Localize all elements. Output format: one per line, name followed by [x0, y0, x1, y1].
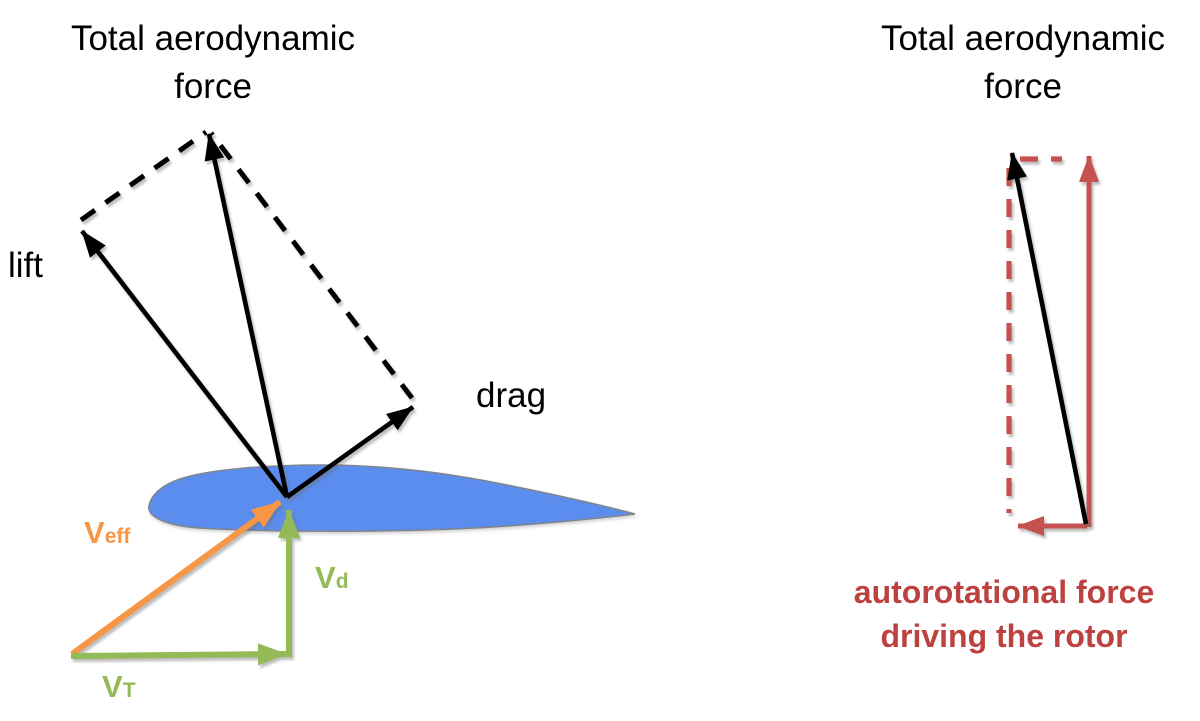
left-title: Total aerodynamic force — [70, 19, 356, 106]
v-d-subscript: d — [335, 570, 349, 593]
dashed-drag-to-resultant — [209, 131, 414, 400]
drag-label: drag — [476, 376, 547, 415]
right-title: Total aerodynamic force — [880, 19, 1166, 106]
autorotational-force-caption: autorotational force driving the rotor — [853, 574, 1155, 654]
v-eff-label: Veff — [84, 517, 130, 548]
airfoil — [148, 464, 636, 532]
v-eff-base: V — [84, 515, 105, 550]
v-t-arrow — [70, 643, 287, 666]
v-t-base: V — [102, 669, 123, 704]
dashed-lift-to-resultant — [79, 129, 208, 223]
lift-label: lift — [8, 246, 43, 285]
lift-arrow — [80, 229, 289, 499]
total-aerodynamic-force-arrow — [204, 133, 290, 498]
v-t-label: VT — [102, 671, 136, 702]
v-eff-arrow — [70, 499, 282, 657]
v-t-subscript: T — [122, 679, 136, 702]
v-d-base: V — [315, 560, 336, 595]
drag-arrow — [285, 405, 415, 499]
v-eff-subscript: eff — [104, 525, 131, 548]
total-force-tilted-arrow — [1007, 152, 1089, 525]
v-d-label: Vd — [315, 562, 349, 593]
